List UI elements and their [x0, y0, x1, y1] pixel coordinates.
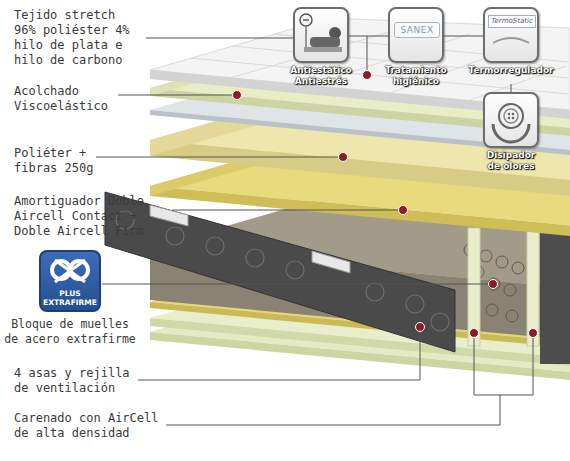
leader-lines [96, 36, 533, 425]
callout-dot [233, 91, 242, 100]
glyph-part [504, 109, 518, 123]
spring-coil [506, 310, 518, 322]
leader-line [500, 395, 501, 425]
side-panel [105, 192, 455, 352]
spring-coil [486, 304, 498, 316]
part-label: Poliéter + fibras 250g [14, 146, 99, 176]
spring-coil [496, 256, 508, 268]
feature-badge: SANEX Tratamiento higiénico [376, 7, 456, 87]
aircell-strip [527, 228, 539, 346]
glyph-part [304, 47, 342, 52]
leader-line [166, 425, 500, 426]
glyph-part [310, 37, 340, 47]
glyph-part [508, 113, 511, 116]
part-label: Amortiguador Doble Aircell Contact + Dob… [14, 194, 174, 239]
callout-dot [363, 71, 372, 80]
handle [150, 205, 188, 226]
extrafirm-icon: PLUS EXTRAFIRME [39, 250, 101, 312]
badge-caption: Disipador de olores [481, 150, 541, 172]
spring-coil [504, 284, 516, 296]
glyph-part [305, 26, 307, 49]
feature-badge: Antiestático Antiestrés [281, 7, 361, 87]
hygiene-icon: SANEX [388, 7, 444, 63]
feature-badge: Disipador de olores [481, 92, 541, 172]
leader-line [138, 327, 420, 380]
badge-caption: Tratamiento higiénico [380, 65, 452, 87]
feature-badge: PLUS EXTRAFIRME Bloque de muelles de acer… [0, 250, 140, 347]
leader-line [367, 36, 368, 75]
callout-dot [470, 329, 479, 338]
end-panel [540, 232, 570, 364]
callout-dot [489, 280, 498, 289]
glyph-part [499, 104, 523, 128]
odor-glyph [485, 94, 537, 146]
pattern-circle [406, 295, 424, 313]
part-label: Tejido stretch 96% poliéster 4% hilo de … [14, 8, 144, 68]
leader-line [511, 84, 512, 92]
spring-coil [480, 250, 492, 262]
panel-pattern [116, 211, 449, 331]
glyph-part [303, 19, 309, 21]
spring-coil [512, 262, 524, 274]
aircell-strip [468, 228, 480, 346]
feature-badge: TermoStaticTermorregulador [466, 7, 556, 76]
callout-dot [339, 153, 348, 162]
pattern-circle [246, 249, 264, 267]
leader-line [444, 36, 483, 37]
icon-text: SANEX [394, 22, 440, 38]
spring-coil [488, 278, 500, 290]
glyph-part [493, 38, 529, 43]
glyph-part [512, 113, 515, 116]
callout-dot [529, 329, 538, 338]
pattern-circle [431, 313, 449, 331]
callout-dot [399, 206, 408, 215]
part-label: 4 asas y rejilla de ventilación [14, 366, 144, 396]
glyph-part [55, 260, 85, 282]
badge-caption: Antiestático Antiestrés [285, 65, 357, 87]
leader-line [118, 95, 237, 96]
part-label: Acolchado Viscoelástico [14, 84, 144, 114]
badge-caption: Bloque de muelles de acero extrafirme [3, 317, 138, 347]
odor-icon [483, 92, 539, 148]
leader-line [96, 157, 343, 158]
handle [312, 251, 350, 273]
leader-line [172, 210, 403, 211]
pattern-circle [286, 261, 304, 279]
icon-text: PLUS EXTRAFIRME [43, 289, 97, 307]
leader-line [146, 38, 294, 39]
glyph-part [55, 260, 85, 282]
panel-fabric [105, 192, 455, 352]
glyph-part [508, 117, 511, 120]
antistatic-glyph [295, 9, 347, 61]
thermo-icon: TermoStatic [483, 7, 539, 63]
glyph-part [512, 117, 515, 120]
quilt-line [190, 58, 568, 94]
callout-dot [416, 323, 425, 332]
glyph-part [300, 14, 312, 26]
leader-line [102, 284, 493, 285]
leader-line [349, 36, 388, 37]
antistatic-icon [293, 7, 349, 63]
pattern-circle [206, 237, 224, 255]
bracket [474, 333, 533, 395]
icon-text: TermoStatic [488, 15, 536, 28]
badge-caption: Termorregulador [466, 65, 556, 76]
part-label: Carenado con AirCell de alta densidad [14, 411, 174, 441]
pattern-circle [366, 283, 384, 301]
pattern-circle [166, 227, 184, 245]
